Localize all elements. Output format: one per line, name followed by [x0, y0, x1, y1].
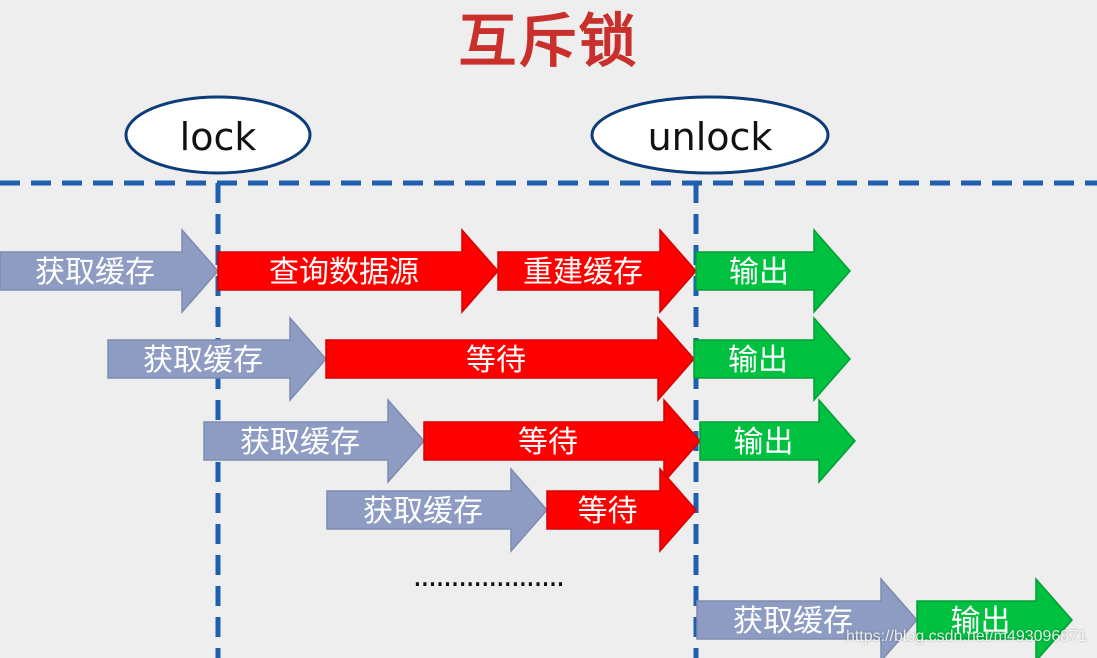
locked-step-arrow	[546, 467, 697, 553]
locked-step-arrow	[217, 228, 499, 314]
arrow-label: 获取缓存	[35, 255, 155, 290]
watermark-text: https://blog.csdn.net/m493096871	[845, 628, 1087, 645]
fetch-cache-arrow	[203, 398, 425, 484]
arrow-label: 获取缓存	[240, 425, 360, 460]
arrow-label: 获取缓存	[363, 494, 483, 529]
lock-marker: lock	[124, 95, 312, 175]
unlock-label: unlock	[648, 115, 773, 159]
fetch-cache-arrow	[0, 228, 219, 314]
unlock-ellipse	[590, 95, 830, 175]
arrow-label: 获取缓存	[733, 604, 853, 639]
arrow-label: 等待	[466, 343, 526, 378]
lock-label: lock	[180, 115, 257, 159]
locked-step-arrow	[325, 316, 695, 402]
diagram-title: 互斥锁	[458, 7, 639, 75]
fetch-cache-arrow	[107, 316, 327, 402]
locked-step-arrow	[497, 228, 697, 314]
unlock-marker: unlock	[590, 95, 830, 175]
arrow-label: 输出	[729, 255, 789, 290]
arrow-label: 等待	[578, 494, 638, 529]
output-arrow	[695, 228, 851, 314]
output-arrow	[699, 398, 856, 484]
arrow-label: 获取缓存	[143, 343, 263, 378]
arrow-label: 输出	[728, 343, 788, 378]
arrow-label: 输出	[951, 604, 1011, 639]
arrow-rows: 获取缓存查询数据源重建缓存输出获取缓存等待输出获取缓存等待输出获取缓存等待获取缓…	[0, 228, 1073, 658]
fetch-cache-arrow	[696, 577, 918, 658]
fetch-cache-arrow	[326, 467, 548, 553]
arrow-label: 查询数据源	[269, 255, 419, 290]
arrow-label: 等待	[518, 425, 578, 460]
output-arrow	[916, 577, 1073, 658]
output-arrow	[693, 316, 851, 402]
arrow-label: 输出	[734, 425, 794, 460]
lock-ellipse	[124, 95, 312, 175]
locked-step-arrow	[423, 398, 701, 484]
ellipsis-dots: ....................	[413, 559, 564, 594]
arrow-label: 重建缓存	[523, 255, 643, 290]
